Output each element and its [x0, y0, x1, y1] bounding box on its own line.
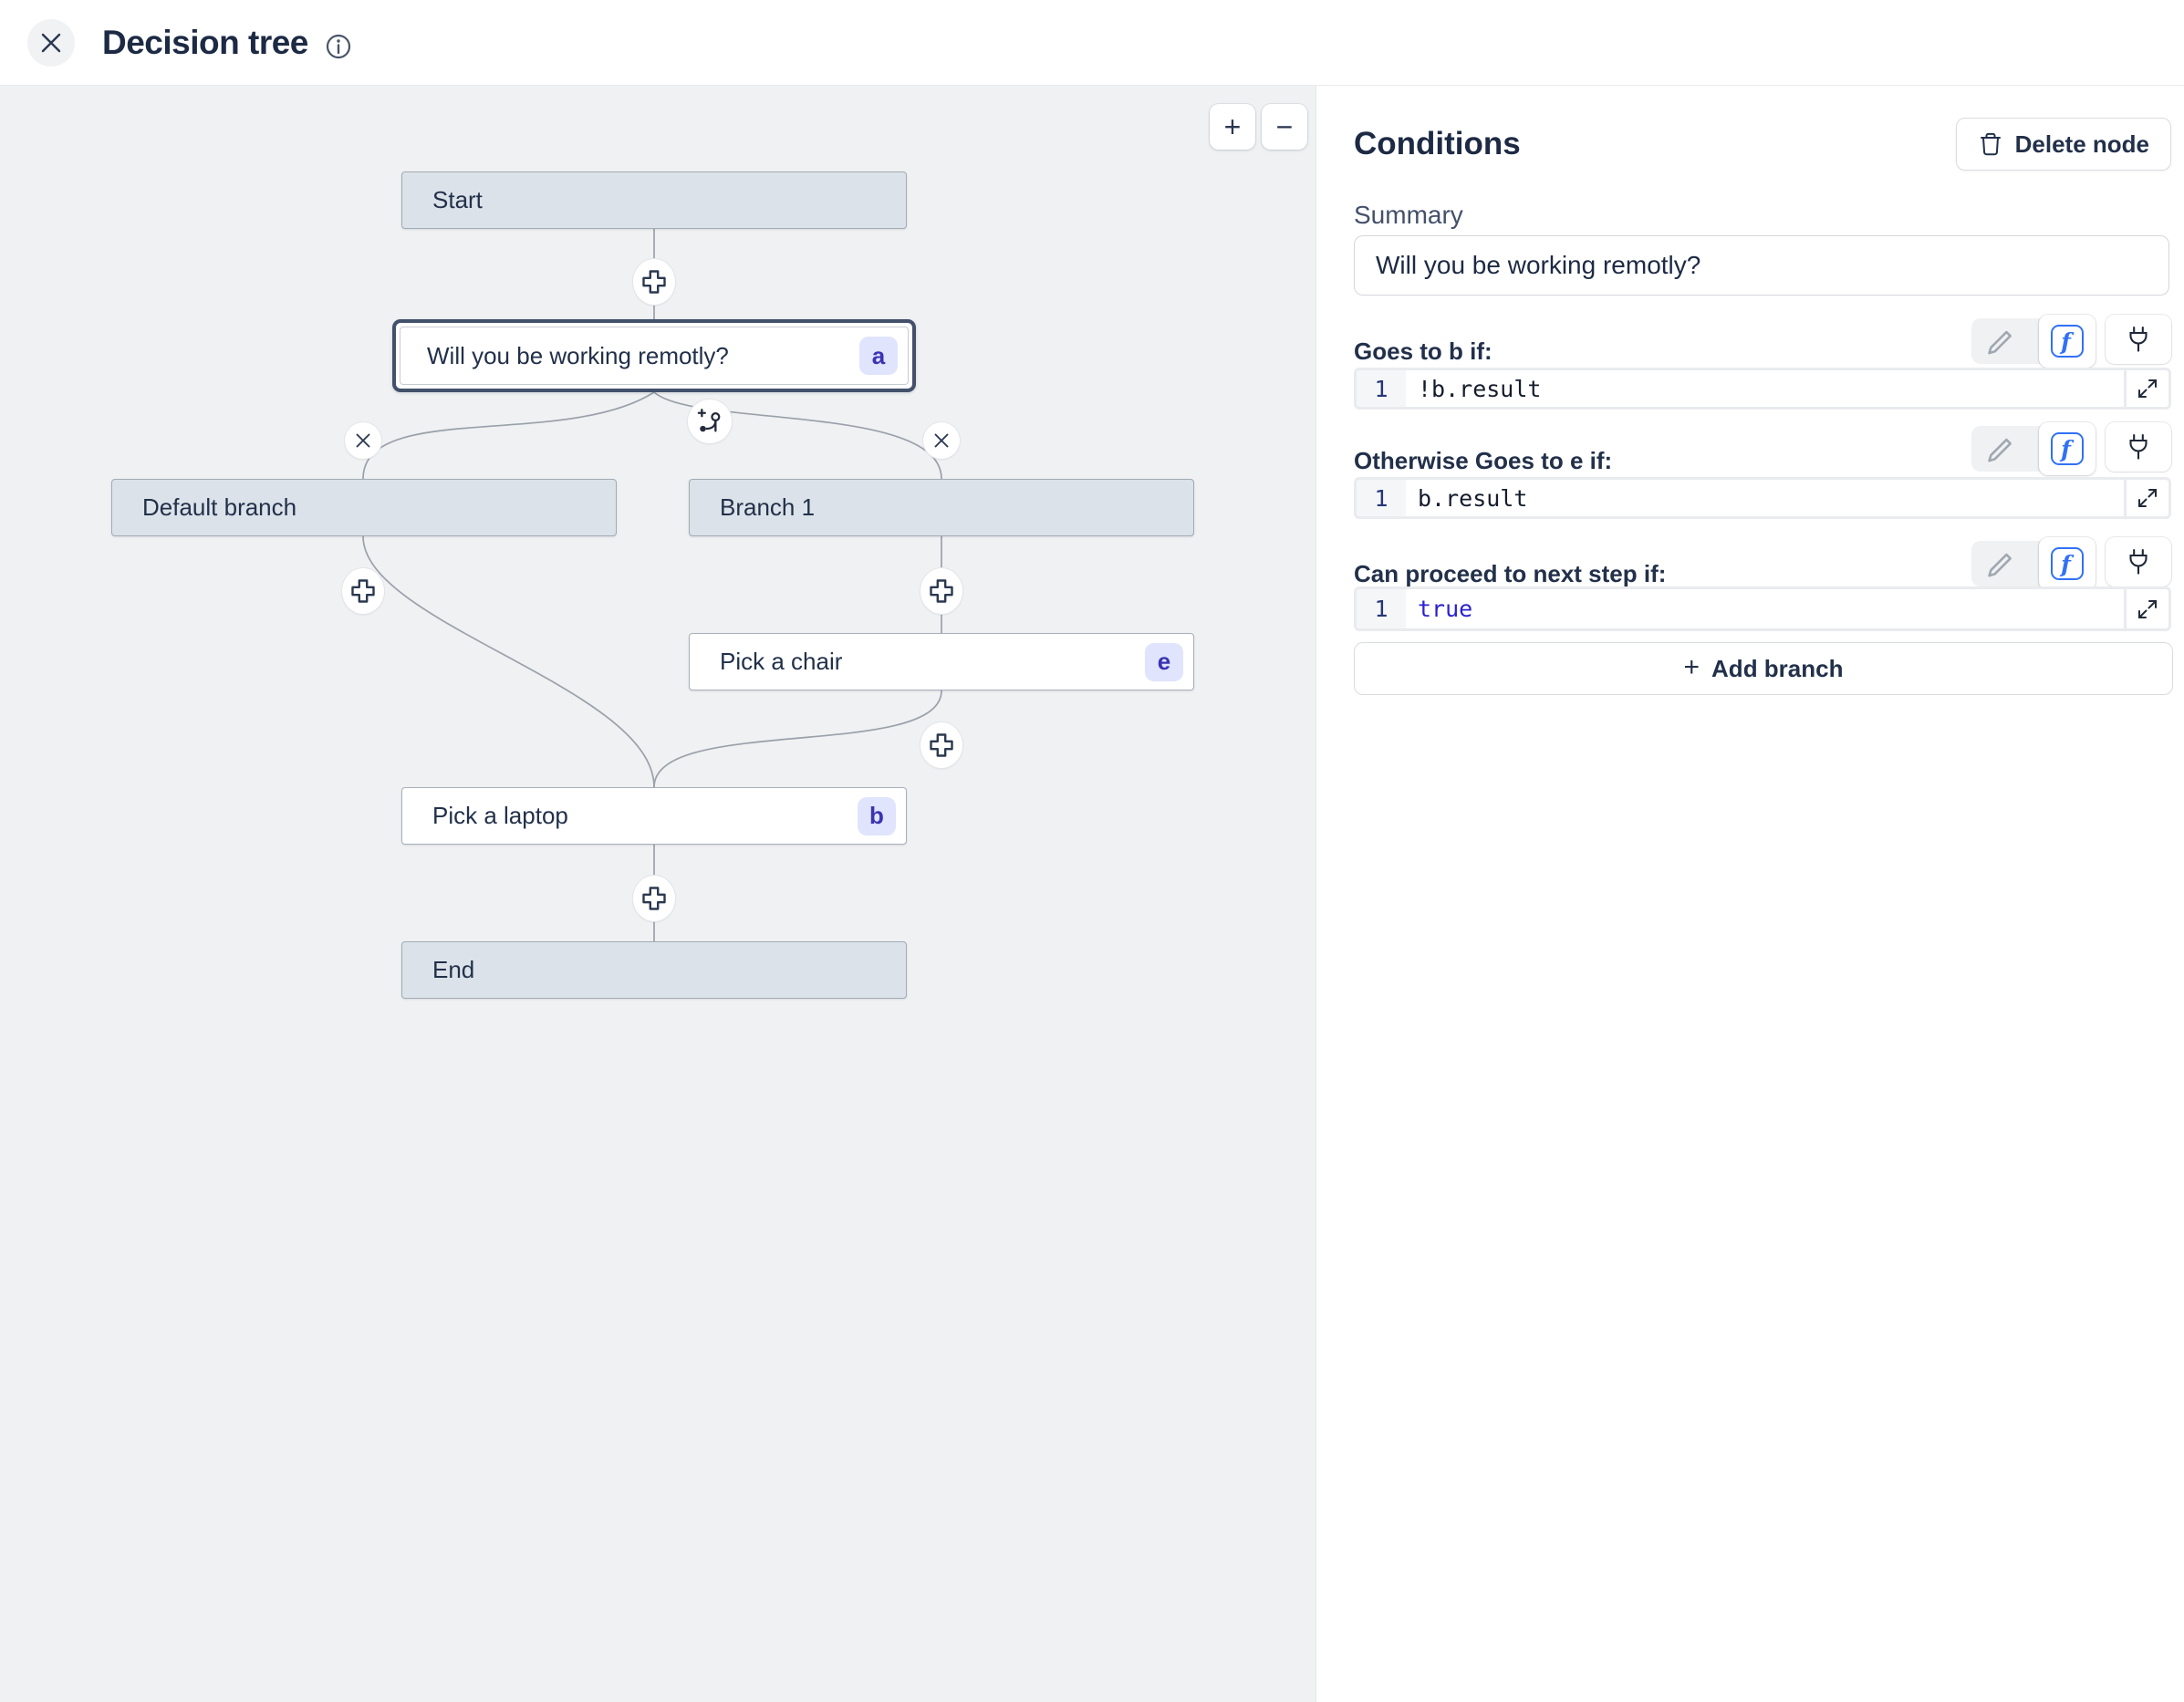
- panel-title: Conditions: [1354, 126, 1521, 161]
- plus-icon: [930, 579, 953, 603]
- plus-icon: [642, 887, 666, 910]
- add-step-button[interactable]: [633, 259, 675, 305]
- plugin-button[interactable]: [2106, 537, 2171, 586]
- rule-label: Can proceed to next step if:: [1354, 560, 1667, 587]
- code-editor[interactable]: 1 true: [1354, 586, 2171, 631]
- conditions-panel: Conditions Delete node Summary f: [1316, 86, 2184, 1702]
- close-icon: [41, 33, 61, 53]
- text-mode-button[interactable]: [1983, 325, 2018, 358]
- mode-toggle: f: [1971, 315, 2096, 368]
- zoom-out-button[interactable]: −: [1262, 104, 1307, 150]
- add-branch-button[interactable]: + Add branch: [1354, 642, 2173, 695]
- node-end[interactable]: End: [401, 941, 907, 999]
- line-number: 1: [1357, 370, 1406, 407]
- add-step-button[interactable]: [342, 568, 384, 614]
- node-label: Branch 1: [720, 493, 816, 521]
- mode-toggle: f: [1971, 537, 2096, 590]
- code-editor[interactable]: 1 b.result: [1354, 477, 2171, 519]
- function-icon: f: [2051, 432, 2084, 465]
- expand-editor-button[interactable]: [2127, 480, 2168, 516]
- rule-mode-controls: f: [1971, 422, 2171, 475]
- pencil-icon: [1988, 553, 2012, 577]
- node-badge: e: [1145, 642, 1183, 681]
- expand-editor-button[interactable]: [2127, 589, 2168, 628]
- expand-icon: [2138, 379, 2157, 398]
- rule-mode-controls: f: [1971, 315, 2171, 368]
- node-question: Will you be working remotly? a: [400, 327, 909, 385]
- text-mode-button[interactable]: [1983, 432, 2018, 465]
- line-number: 1: [1357, 589, 1406, 628]
- flow-canvas[interactable]: + − Start Will you be working remotly? a…: [0, 86, 1316, 1702]
- delete-node-label: Delete node: [2014, 130, 2149, 158]
- branch-add-icon: [697, 409, 721, 432]
- plugin-button[interactable]: [2106, 315, 2171, 364]
- line-number: 1: [1357, 480, 1406, 516]
- app-header: Decision tree: [0, 0, 2184, 86]
- code-content[interactable]: !b.result: [1406, 370, 2124, 407]
- node-label: Default branch: [142, 493, 297, 521]
- node-pick-chair[interactable]: Pick a chair e: [689, 633, 1194, 690]
- node-branch-1[interactable]: Branch 1: [689, 479, 1194, 536]
- add-branch-connector-button[interactable]: [688, 400, 732, 443]
- x-icon: [356, 433, 370, 448]
- rule-mode-controls: f: [1971, 537, 2171, 590]
- add-step-button[interactable]: [920, 568, 962, 614]
- node-label: Start: [432, 186, 483, 213]
- zoom-out-label: −: [1275, 109, 1294, 143]
- code-editor[interactable]: 1 !b.result: [1354, 368, 2171, 410]
- rule-label: Goes to b if:: [1354, 337, 1492, 365]
- function-icon: f: [2051, 547, 2084, 580]
- node-badge: a: [859, 337, 898, 375]
- node-label: Pick a chair: [720, 648, 843, 675]
- add-step-button[interactable]: [633, 876, 675, 921]
- plus-icon: +: [1683, 651, 1700, 682]
- text-mode-button[interactable]: [1983, 547, 2018, 580]
- summary-label: Summary: [1354, 201, 1463, 229]
- close-button[interactable]: [27, 19, 75, 67]
- code-content[interactable]: b.result: [1406, 480, 2124, 516]
- fx-mode-button[interactable]: f: [2039, 315, 2096, 368]
- node-pick-laptop[interactable]: Pick a laptop b: [401, 787, 907, 845]
- fx-mode-button[interactable]: f: [2039, 537, 2096, 590]
- remove-branch-button[interactable]: [923, 422, 960, 459]
- x-icon: [934, 433, 949, 448]
- code-content[interactable]: true: [1406, 589, 2124, 628]
- expand-editor-button[interactable]: [2127, 370, 2168, 407]
- plugin-button[interactable]: [2106, 422, 2171, 472]
- mode-toggle: f: [1971, 422, 2096, 475]
- plus-icon: [642, 270, 666, 294]
- plug-icon: [2129, 548, 2148, 575]
- plug-icon: [2129, 326, 2148, 352]
- trash-icon: [1980, 132, 2001, 156]
- expand-icon: [2138, 489, 2157, 507]
- pencil-icon: [1988, 330, 2012, 355]
- node-question-selected[interactable]: Will you be working remotly? a: [392, 319, 916, 392]
- plus-icon: [930, 733, 953, 757]
- add-branch-label: Add branch: [1711, 654, 1844, 682]
- function-icon: f: [2051, 325, 2084, 358]
- expand-icon: [2138, 599, 2157, 618]
- node-label: Pick a laptop: [432, 802, 568, 829]
- node-badge: b: [858, 796, 896, 835]
- fx-mode-button[interactable]: f: [2039, 422, 2096, 475]
- plug-icon: [2129, 433, 2148, 460]
- delete-node-button[interactable]: Delete node: [1955, 118, 2171, 171]
- plus-icon: [351, 579, 375, 603]
- pencil-icon: [1988, 438, 2012, 462]
- zoom-in-button[interactable]: +: [1210, 104, 1255, 150]
- rule-label: Otherwise Goes to e if:: [1354, 447, 1613, 474]
- node-default-branch[interactable]: Default branch: [111, 479, 617, 536]
- info-icon[interactable]: [325, 33, 352, 60]
- summary-input[interactable]: [1354, 235, 2169, 296]
- add-step-button[interactable]: [920, 722, 962, 768]
- remove-branch-button[interactable]: [345, 422, 381, 459]
- node-label: End: [432, 956, 475, 983]
- page-title: Decision tree: [102, 24, 308, 61]
- node-start[interactable]: Start: [401, 171, 907, 229]
- node-label: Will you be working remotly?: [427, 341, 729, 369]
- zoom-in-label: +: [1223, 109, 1242, 143]
